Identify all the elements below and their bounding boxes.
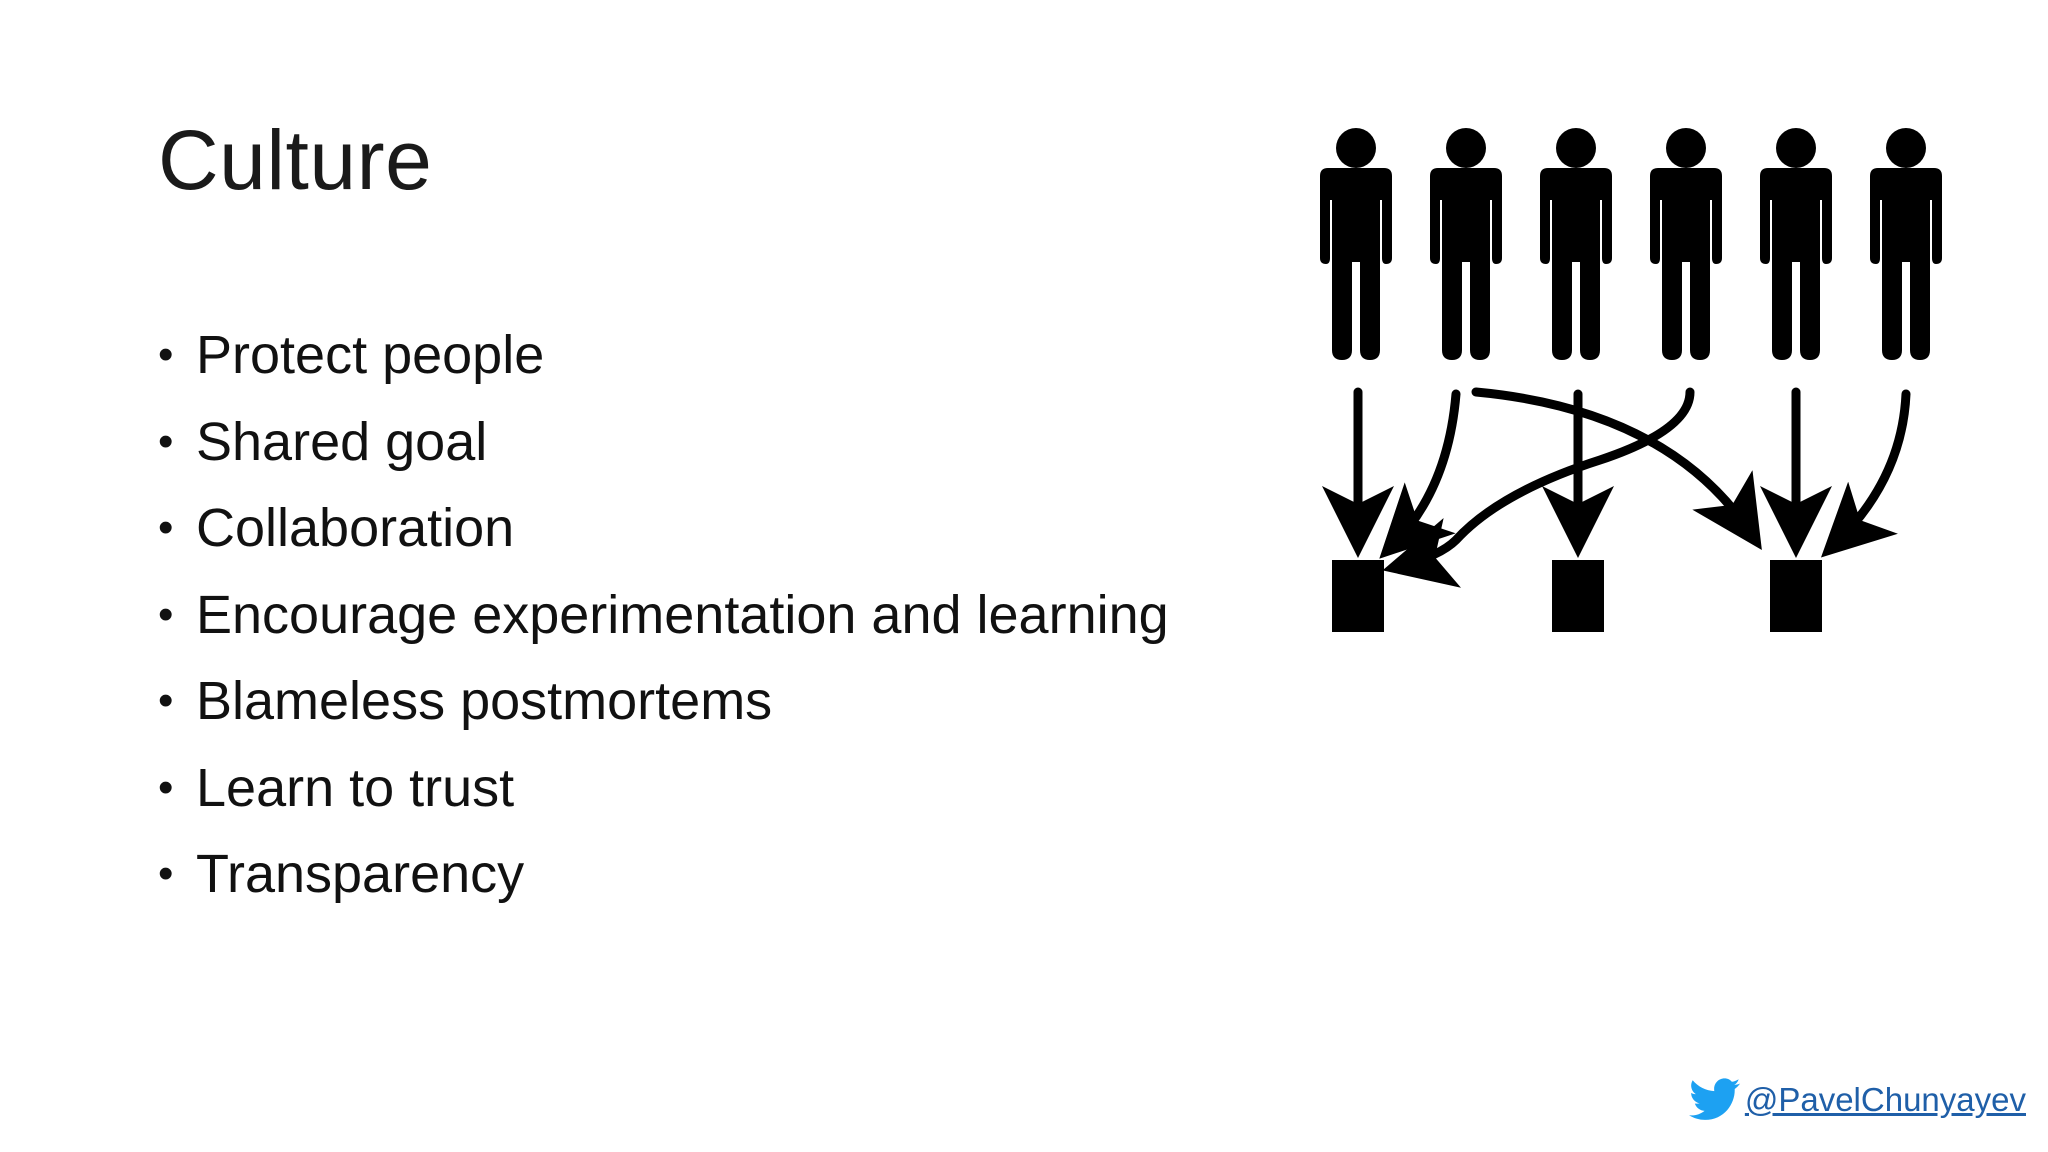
bullet-icon: • — [158, 503, 174, 553]
bullet-item: • Blameless postmortems — [158, 658, 1169, 745]
person-icon — [1650, 128, 1722, 360]
person-icon — [1870, 128, 1942, 360]
bullet-icon: • — [158, 416, 174, 466]
bullet-text: Transparency — [196, 844, 525, 905]
bullet-list: • Protect people • Shared goal • Collaborat… — [158, 312, 1169, 918]
bullet-item: • Learn to trust — [158, 745, 1169, 832]
arrow-icon — [1382, 387, 1695, 588]
twitter-footer: @PavelChunyayev — [1688, 1078, 2026, 1122]
bullet-item: • Protect people — [158, 312, 1169, 399]
bullet-item: • Encourage experimentation and learning — [158, 572, 1169, 659]
people-to-boxes-diagram-icon — [1320, 128, 1942, 632]
box-icon — [1332, 560, 1384, 632]
arrow-icon — [1820, 389, 1911, 558]
bullet-text: Learn to trust — [196, 757, 515, 818]
bullet-item: • Shared goal — [158, 399, 1169, 486]
bullet-text: Shared goal — [196, 411, 488, 472]
arrow-icon — [1379, 389, 1461, 559]
box-icon — [1552, 560, 1604, 632]
bullet-item: • Collaboration — [158, 485, 1169, 572]
twitter-bird-icon — [1688, 1078, 1740, 1120]
bullet-text: Encourage experimentation and learning — [196, 584, 1169, 645]
bullet-item: • Transparency — [158, 831, 1169, 918]
bullet-icon: • — [158, 589, 174, 639]
bullet-text: Collaboration — [196, 498, 515, 559]
person-icon — [1540, 128, 1612, 360]
bullet-text: Blameless postmortems — [196, 671, 773, 732]
person-icon — [1430, 128, 1502, 360]
bullet-icon: • — [158, 762, 174, 812]
person-icon — [1320, 128, 1392, 360]
bullet-icon: • — [158, 849, 174, 899]
slide-title: Culture — [158, 113, 433, 207]
arrow-icon — [1471, 387, 1762, 551]
person-icon — [1760, 128, 1832, 360]
bullet-text: Protect people — [196, 325, 545, 386]
twitter-handle-link[interactable]: @PavelChunyayev — [1744, 1081, 2026, 1118]
bullet-icon: • — [158, 330, 174, 380]
box-icon — [1770, 560, 1822, 632]
bullet-icon: • — [158, 676, 174, 726]
